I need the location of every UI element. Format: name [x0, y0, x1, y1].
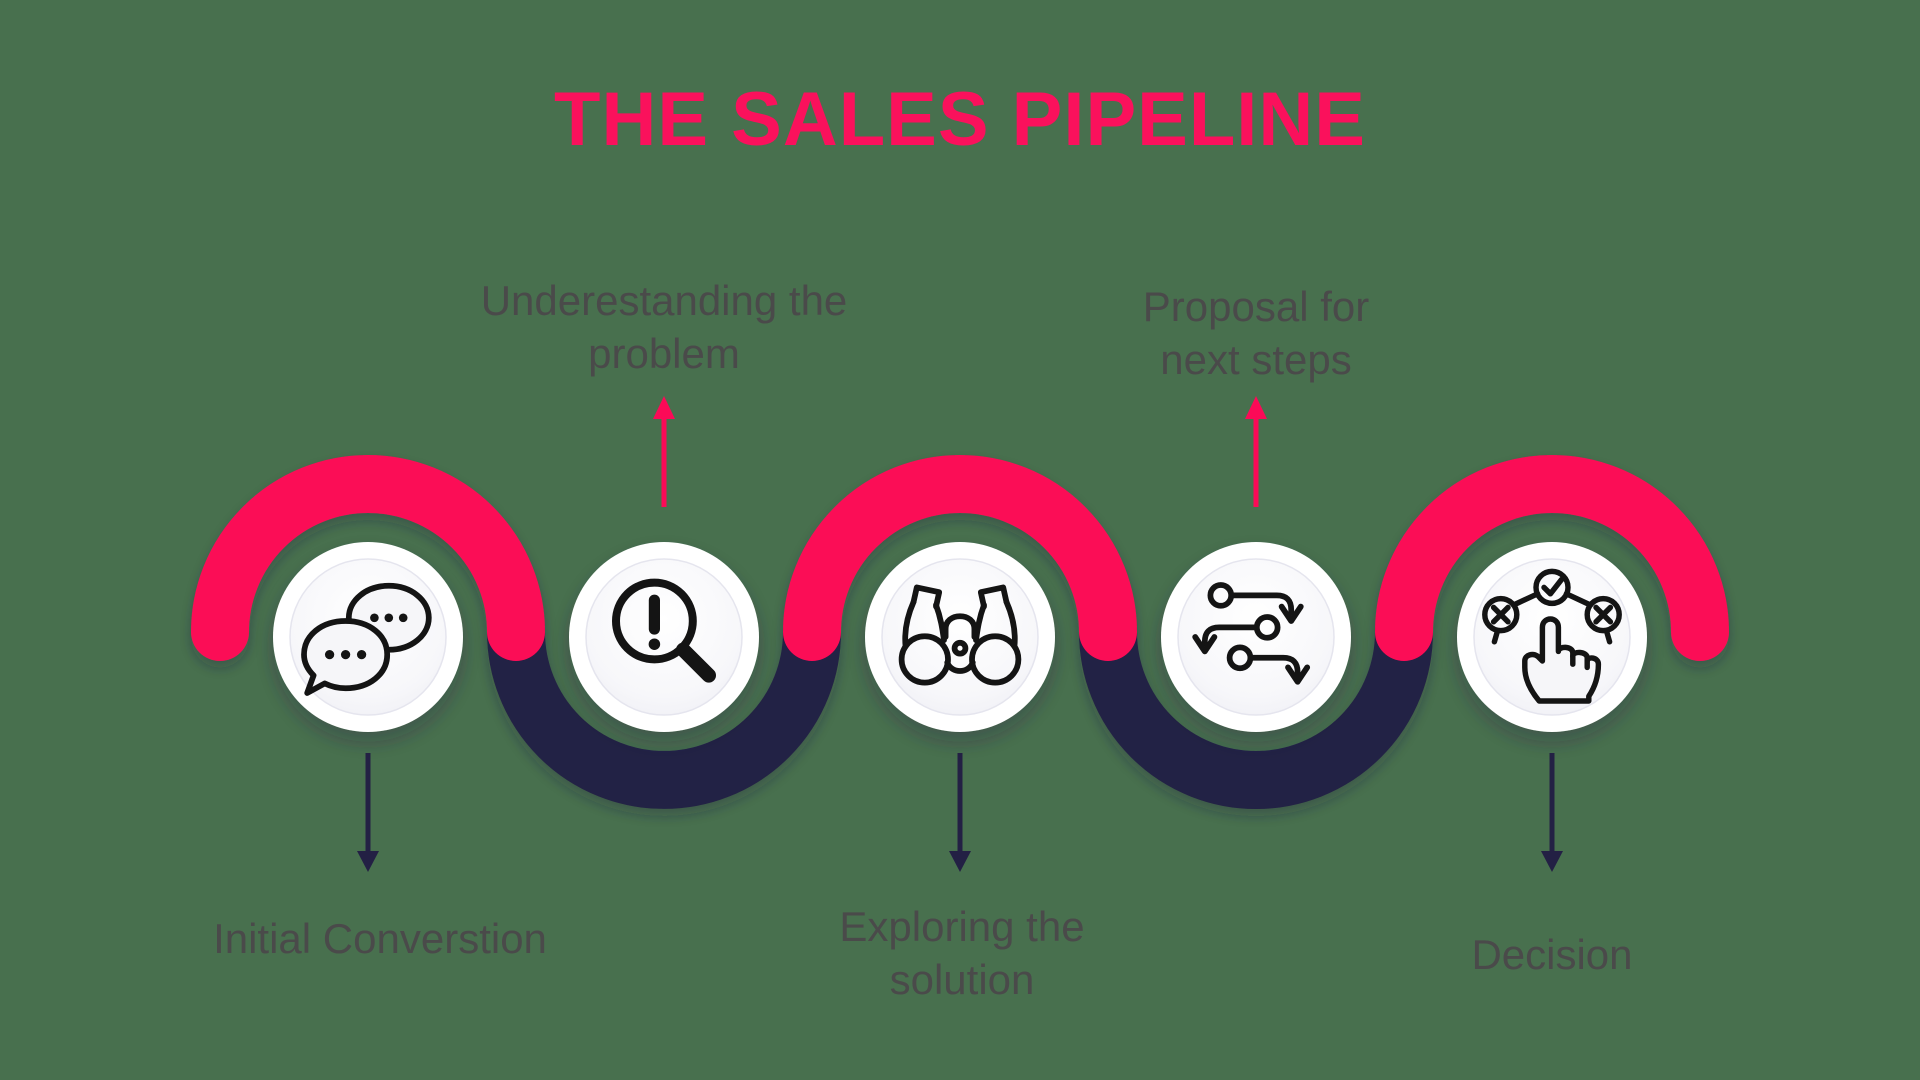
stage-label-line: Initial Converstion [213, 915, 547, 962]
navy-bottom-arcs [487, 603, 1433, 809]
pink-top-arcs [191, 455, 1729, 661]
stage-label-understanding-problem: Underestanding the problem [424, 274, 904, 380]
decision-choice-hand-icon [1482, 568, 1622, 704]
stage-label-line: problem [588, 330, 740, 377]
arrow-down-initial-conversation [357, 753, 379, 872]
flow-steps-icon [1192, 582, 1311, 685]
pipeline-snake-path [191, 455, 1729, 809]
stage-label-line: Underestanding the [480, 277, 848, 324]
chat-bubbles-icon [301, 582, 432, 696]
stage-label-exploring-solution: Exploring the solution [722, 900, 1202, 1006]
stage-label-line: Decision [1471, 931, 1633, 978]
label-arrows [357, 396, 1563, 872]
stage-node-2 [569, 542, 759, 732]
stage-label-decision: Decision [1312, 928, 1792, 981]
arrow-up-understanding-problem [653, 396, 675, 507]
arrow-down-decision [1541, 753, 1563, 872]
binoculars-icon [898, 584, 1022, 686]
stage-label-line: next steps [1160, 336, 1352, 383]
stage-node-3 [865, 542, 1055, 732]
page-title: THE SALES PIPELINE [554, 77, 1366, 162]
stage-label-proposal-next-steps: Proposal for next steps [1016, 280, 1496, 386]
search-alert-magnifier-icon [612, 578, 717, 683]
stage-nodes [273, 542, 1647, 732]
stage-label-line: Exploring the [839, 903, 1085, 950]
stage-label-line: Proposal for [1142, 283, 1370, 330]
stage-label-line: solution [889, 956, 1035, 1003]
stage-label-initial-conversation: Initial Converstion [140, 912, 620, 965]
arrow-up-proposal-next-steps [1245, 396, 1267, 507]
arrow-down-exploring-solution [949, 753, 971, 872]
stage-node-4 [1161, 542, 1351, 732]
